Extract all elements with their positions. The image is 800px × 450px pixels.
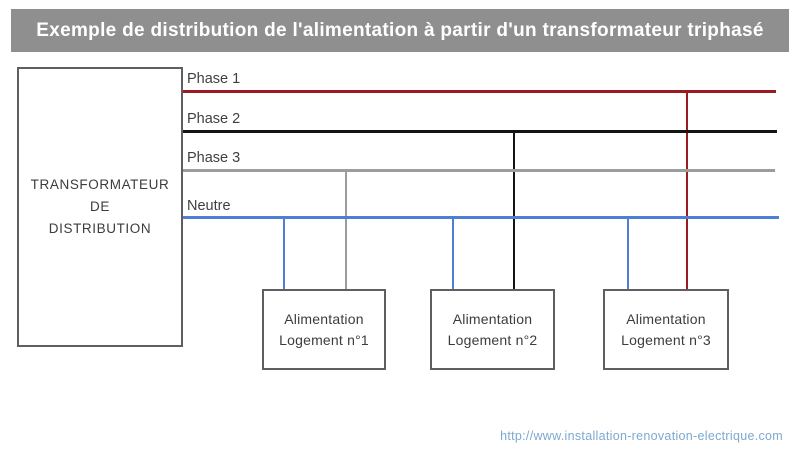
website-url: http://www.installation-renovation-elect… <box>500 429 783 443</box>
phase-2-label: Phase 2 <box>187 111 241 127</box>
neutre-drop-to-house-1 <box>283 216 285 290</box>
title-banner: Exemple de distribution de l'alimentatio… <box>11 9 789 52</box>
house-3-label: Alimentation Logement n°3 <box>621 310 711 348</box>
phase-2-drop-to-house-2 <box>513 130 515 290</box>
phase-3-drop-to-house-1 <box>345 169 347 290</box>
transformer-box: TRANSFORMATEUR DE DISTRIBUTION <box>17 67 183 347</box>
phase-3-label: Phase 3 <box>187 150 241 166</box>
phase-1-line <box>183 90 776 93</box>
transformer-label: TRANSFORMATEUR DE DISTRIBUTION <box>30 176 170 237</box>
neutre-drop-to-house-2 <box>452 216 454 290</box>
phase-3-line <box>183 169 775 172</box>
neutre-drop-to-house-3 <box>627 216 629 290</box>
phase-1-label: Phase 1 <box>187 71 241 87</box>
house-1-label: Alimentation Logement n°1 <box>279 310 369 348</box>
page-title: Exemple de distribution de l'alimentatio… <box>36 19 764 41</box>
neutre-line <box>183 216 779 219</box>
neutre-label: Neutre <box>187 198 231 214</box>
phase-1-drop-to-house-3 <box>686 90 688 290</box>
phase-2-line <box>183 130 777 133</box>
house-box-1: Alimentation Logement n°1 <box>262 289 386 370</box>
house-box-3: Alimentation Logement n°3 <box>603 289 729 370</box>
house-2-label: Alimentation Logement n°2 <box>447 310 538 348</box>
house-box-2: Alimentation Logement n°2 <box>430 289 555 370</box>
